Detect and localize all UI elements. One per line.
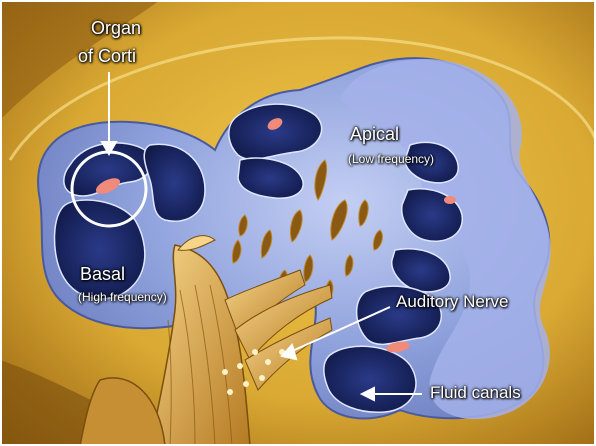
organ-of-corti-apical <box>444 196 456 204</box>
auditory-nerve-label: Auditory Nerve <box>396 292 508 312</box>
basal-label: Basal <box>80 264 125 285</box>
organ-of-corti-label-line2: of Corti <box>78 46 136 67</box>
basal-subtitle: (High frequency) <box>78 290 167 304</box>
apical-subtitle: (Low frequency) <box>348 152 434 166</box>
organ-of-corti-label-line1: Organ <box>91 18 141 39</box>
apical-label: Apical <box>350 124 399 145</box>
fluid-canals-label: Fluid canals <box>430 383 521 403</box>
